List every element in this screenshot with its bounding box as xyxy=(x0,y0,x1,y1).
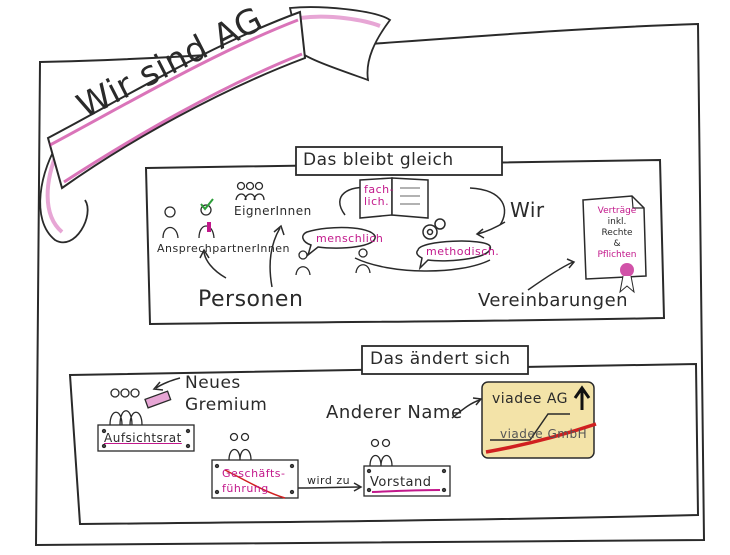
owners-icon xyxy=(235,181,265,201)
label-anderer-name: Anderer Name xyxy=(326,402,463,423)
doc-line: inkl. xyxy=(607,217,627,227)
arrow-new-board xyxy=(155,377,181,389)
arrow-to-sign xyxy=(451,399,481,419)
doc-line: Verträge xyxy=(597,206,637,216)
sign-new-name: viadee AG xyxy=(492,391,568,407)
label-methodisch: methodisch. xyxy=(426,245,500,258)
label-ansprechpartnerinnen: AnsprechpartnerInnen xyxy=(157,242,291,255)
section-change-heading-box xyxy=(361,345,529,375)
section-change-heading: Das ändert sich xyxy=(370,349,511,369)
arrows-section-same xyxy=(199,221,576,291)
label-menschlich: menschlich xyxy=(316,232,384,245)
section-change-box xyxy=(68,362,700,526)
company-sign xyxy=(481,381,597,459)
contract-document-icon xyxy=(582,195,647,294)
title-banner xyxy=(39,6,392,244)
arrow-becomes xyxy=(297,486,361,489)
book-icon xyxy=(359,177,429,219)
label-aufsichtsrat: Aufsichtsrat xyxy=(104,431,182,445)
strike-management xyxy=(224,469,286,499)
arrow-head-new-board xyxy=(152,381,164,391)
label-wir: Wir xyxy=(510,198,545,222)
doc-line: Rechte xyxy=(601,228,633,238)
label-wird-zu: wird zu xyxy=(307,474,351,487)
label-geschaeftsfuehrung: Geschäfts- führung xyxy=(222,467,286,495)
label-vereinbarungen: Vereinbarungen xyxy=(478,290,629,311)
people-icon xyxy=(295,248,371,276)
label-vorstand: Vorstand xyxy=(370,475,432,490)
label-fachlich: fach- lich. xyxy=(364,183,395,208)
strike-old-name xyxy=(485,422,597,454)
doc-line: Pflichten xyxy=(597,250,637,260)
contact-persons-icon xyxy=(162,198,215,239)
label-eignerinnen: EignerInnen xyxy=(234,204,312,218)
supervisory-board-icon xyxy=(97,388,195,452)
label-personen: Personen xyxy=(198,287,304,312)
doc-line: & xyxy=(613,239,621,249)
underline-vorstand xyxy=(371,489,441,493)
speech-bubbles xyxy=(302,226,491,271)
section-same-heading-box xyxy=(295,146,503,176)
sign-old-name: viadee GmbH xyxy=(500,427,588,441)
gear-icon xyxy=(422,218,446,240)
section-same-heading: Das bleibt gleich xyxy=(303,150,454,170)
document-text: Verträge inkl. Rechte & Pflichten xyxy=(590,206,644,261)
label-neues-gremium: Neues Gremium xyxy=(185,373,268,415)
arrow-head-becomes xyxy=(353,482,363,492)
management-icon xyxy=(211,432,299,499)
arrow-head-to-sign xyxy=(472,397,483,406)
